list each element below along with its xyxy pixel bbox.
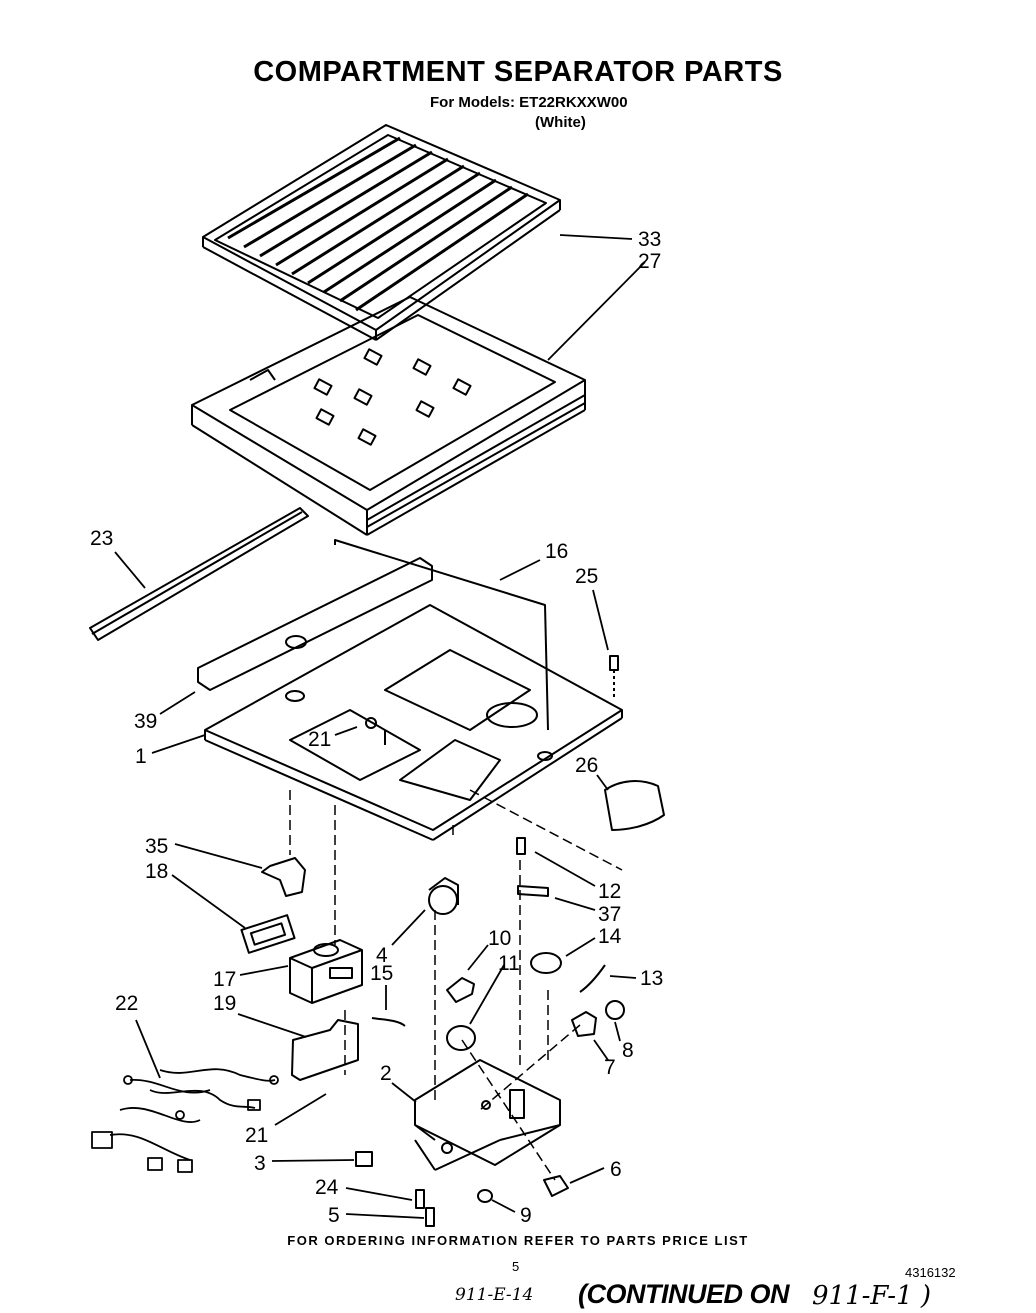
callout-10: 10 [488,927,511,950]
part-10-switch [446,977,475,1003]
ordering-note: FOR ORDERING INFORMATION REFER TO PARTS … [287,1233,749,1248]
part-23-strip [89,507,309,641]
callout-7: 7 [604,1056,616,1079]
part-39-bracket [197,557,433,691]
callout-12: 12 [598,880,621,903]
part-9-grommet [477,1189,493,1203]
callout-labels: 33 27 23 16 25 39 1 21 26 35 18 12 37 4 … [90,228,663,1227]
part-2-control-tray [414,1059,561,1171]
callout-21-upper: 21 [308,728,331,751]
part-3-clip [355,1151,373,1167]
part-27-separator-frame [191,296,586,536]
part-16-heater-wire [334,539,549,731]
callout-6: 6 [610,1158,622,1181]
callout-17: 17 [213,968,236,991]
callout-13: 13 [640,967,663,990]
callout-23: 23 [90,527,113,550]
callout-19: 19 [213,992,236,1015]
callout-21-lower: 21 [245,1124,268,1147]
callout-22: 22 [115,992,138,1015]
handwritten-reference: 911-E-14 [455,1285,534,1305]
continued-label: (CONTINUED ON [578,1279,790,1309]
part-37-clip [517,885,549,897]
callout-4: 4 [376,944,388,967]
callout-3: 3 [254,1152,266,1175]
part-26-insulation [604,780,665,831]
document-number: 4316132 [905,1265,956,1280]
callout-9: 9 [520,1204,532,1227]
part-14-disc [530,952,562,974]
part-11-knob [446,1025,476,1051]
part-21-screw-upper [365,717,386,745]
part-1-separator-base [204,604,623,841]
part-17-housing [289,939,363,1004]
callout-25: 25 [575,565,598,588]
callout-15: 15 [370,962,393,985]
part-35-clip [261,857,306,897]
part-13-rod [579,964,606,993]
callout-39: 39 [134,710,157,733]
callout-27: 27 [638,250,661,273]
callout-18: 18 [145,860,168,883]
callout-11: 11 [498,952,520,975]
page-title: COMPARTMENT SEPARATOR PARTS [253,56,783,88]
callout-16: 16 [545,540,568,563]
callout-35: 35 [145,835,168,858]
callout-33: 33 [638,228,661,251]
continued-reference: 911-F-1 ) [812,1281,932,1311]
part-33-shelf-grille [202,124,561,341]
models-line: For Models: ET22RKXXW00 [430,94,628,111]
callout-2: 2 [380,1062,392,1085]
color-line: (White) [535,114,586,131]
part-19-bracket [291,1019,359,1081]
callout-37: 37 [598,903,621,926]
page-number: 5 [512,1259,520,1274]
part-12-fastener [516,837,526,855]
part-4-fan [428,877,459,915]
part-22-wire-harness [91,1068,279,1173]
callout-24: 24 [315,1176,339,1199]
part-8-bulb [605,1000,625,1020]
part-7-socket [571,1011,597,1037]
callout-1: 1 [135,745,147,768]
callout-14: 14 [598,925,622,948]
callout-8: 8 [622,1039,634,1062]
part-18-gasket [240,914,296,954]
callout-26: 26 [575,754,598,777]
part-25-pin [609,655,619,700]
callout-5: 5 [328,1204,340,1227]
part-5-screw [425,1207,435,1227]
part-24-screw [415,1189,425,1209]
part-15-tube [371,1017,406,1027]
part-6-connector [543,1175,569,1197]
